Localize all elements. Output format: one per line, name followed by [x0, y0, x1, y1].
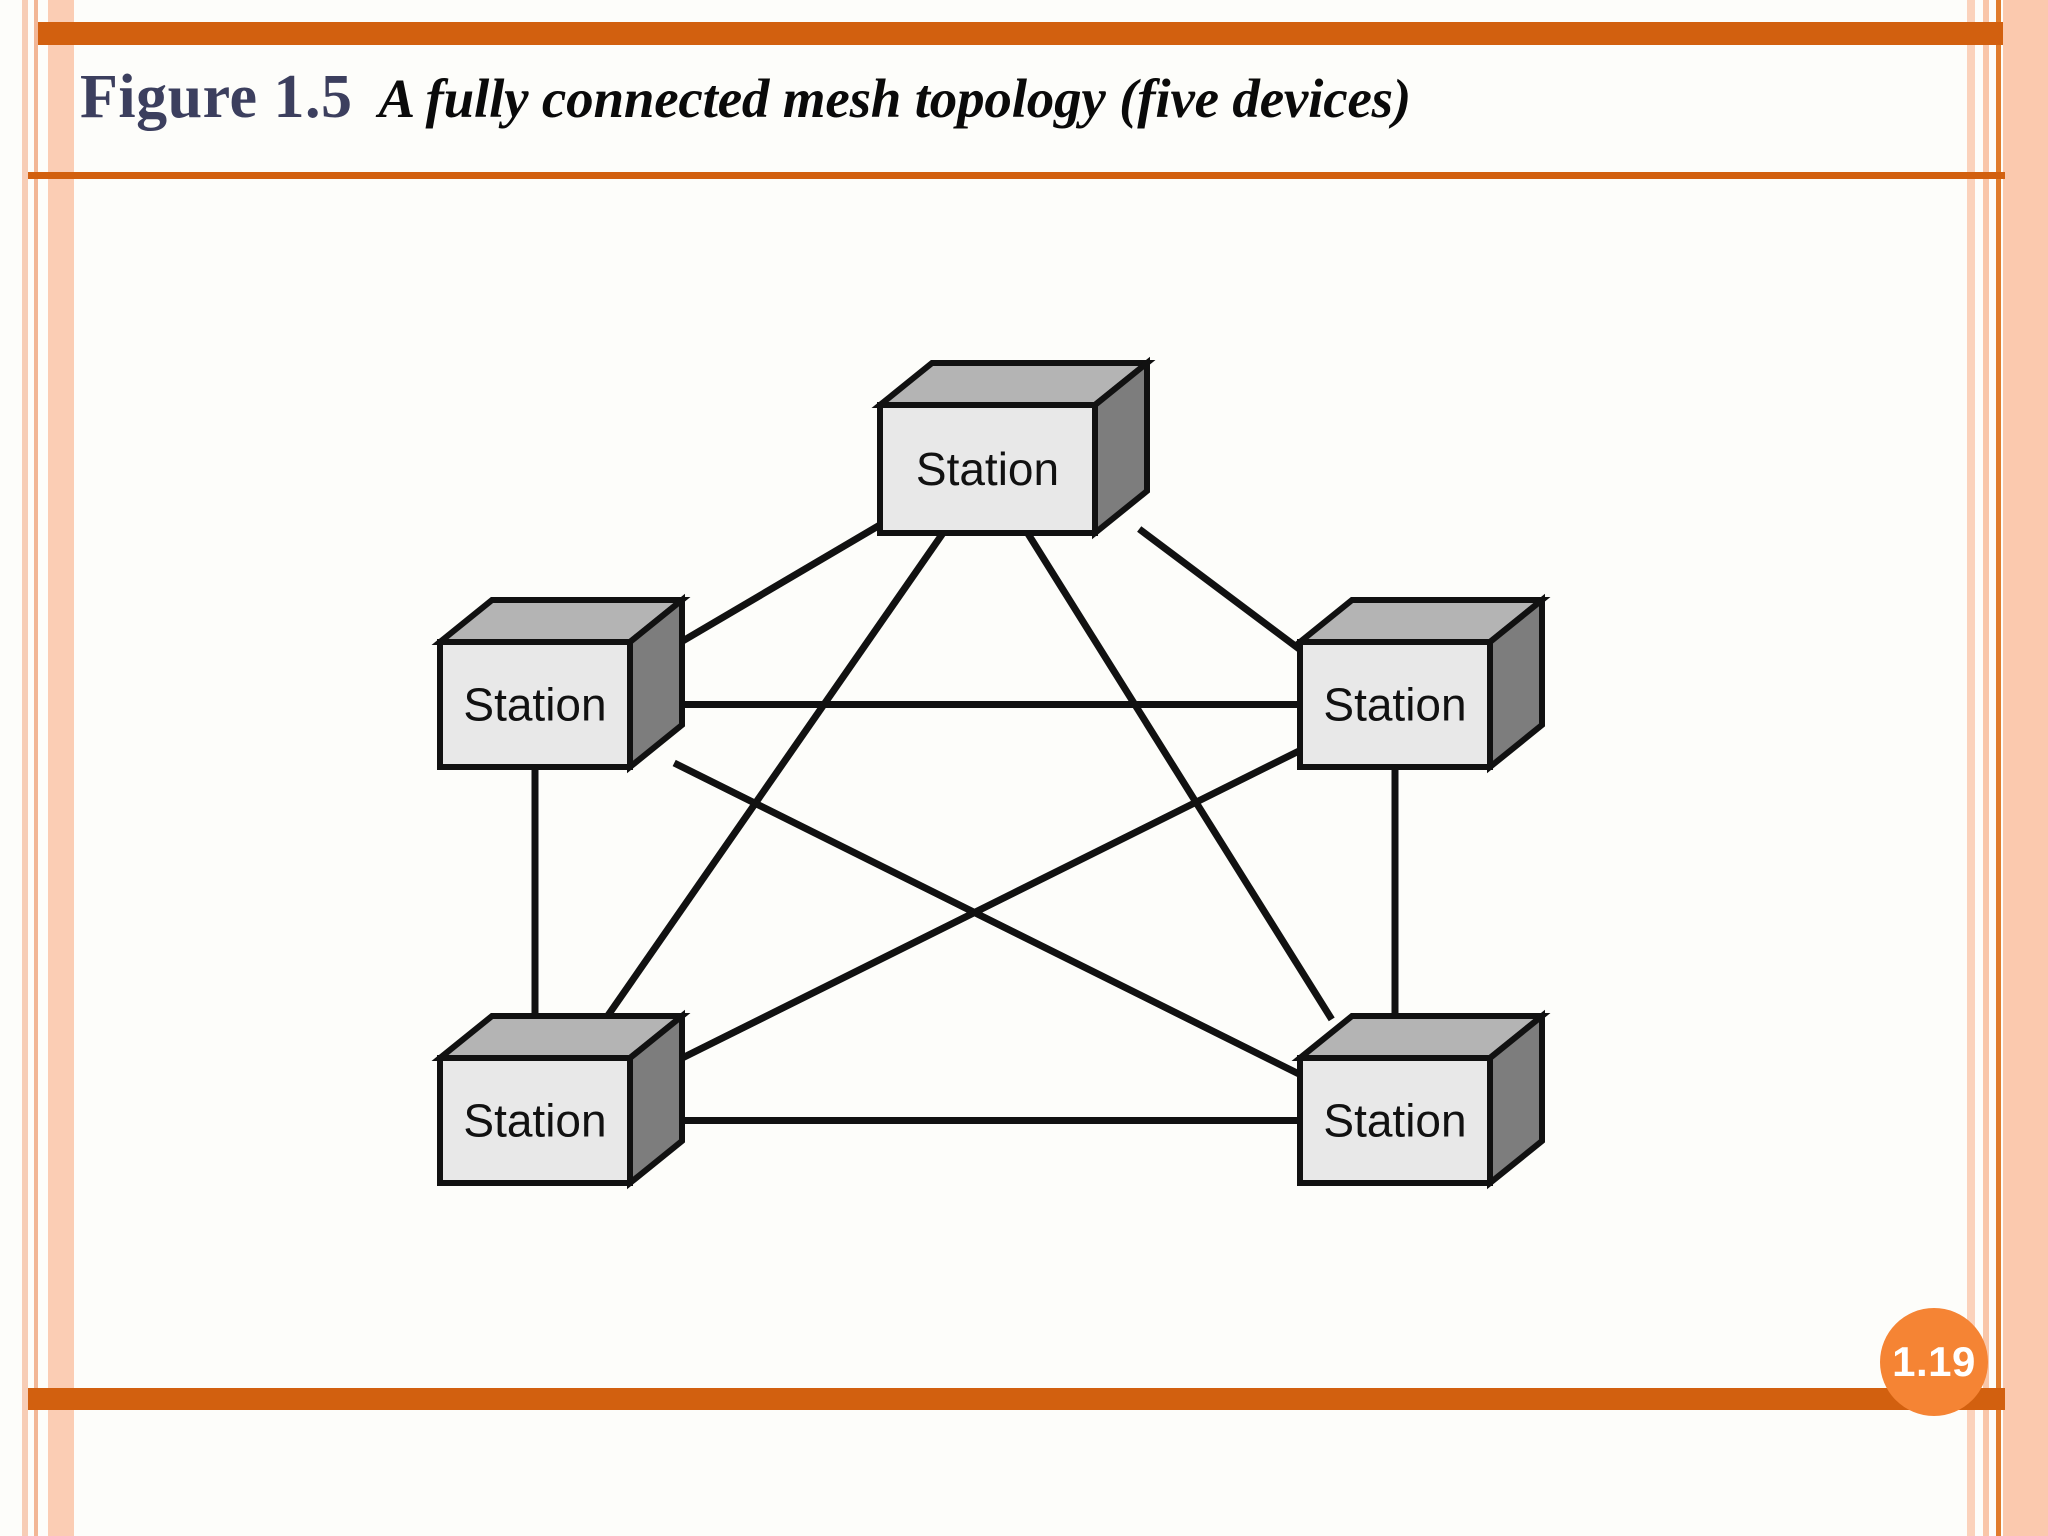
station-box-front-face — [437, 1055, 633, 1186]
figure-caption-text: A fully connected mesh topology (five de… — [378, 68, 1412, 129]
mesh-link-top-to-bottom-right — [1024, 531, 1335, 1022]
station-node-label: Station — [1323, 1095, 1466, 1147]
mesh-link-top-to-left-middle — [672, 521, 882, 650]
station-node-label: Station — [463, 1095, 606, 1147]
figure-header: Figure 1.5 A fully connected mesh topolo… — [80, 62, 1411, 162]
station-node-bottom-left[interactable]: Station — [431, 1009, 691, 1190]
link-layer — [531, 521, 1399, 1124]
figure-number-label: Figure 1.5 — [80, 63, 353, 131]
station-node-label: Station — [916, 443, 1059, 495]
header-divider-rule — [28, 172, 2005, 179]
station-node-right-middle[interactable]: Station — [1291, 593, 1551, 774]
mesh-link-top-to-bottom-left — [602, 531, 946, 1022]
station-box-front-face — [1297, 639, 1493, 770]
page-number-badge: 1.19 — [1880, 1308, 1988, 1416]
station-node-label: Station — [463, 679, 606, 731]
mesh-link-top-to-right-middle — [1137, 526, 1303, 653]
station-box-front-face — [437, 639, 633, 770]
station-node-bottom-right[interactable]: Station — [1291, 1009, 1551, 1190]
mesh-link-right-middle-to-bottom-left — [672, 747, 1302, 1066]
station-node-label: Station — [1323, 679, 1466, 731]
bottom-accent-bar — [28, 1388, 2005, 1410]
mesh-link-left-middle-to-bottom-right — [672, 759, 1302, 1078]
station-node-top[interactable]: Station — [871, 356, 1156, 540]
station-box-front-face — [1297, 1055, 1493, 1186]
top-accent-bar — [38, 22, 2003, 45]
station-box-front-face — [877, 402, 1098, 536]
station-node-left-middle[interactable]: Station — [431, 593, 691, 774]
